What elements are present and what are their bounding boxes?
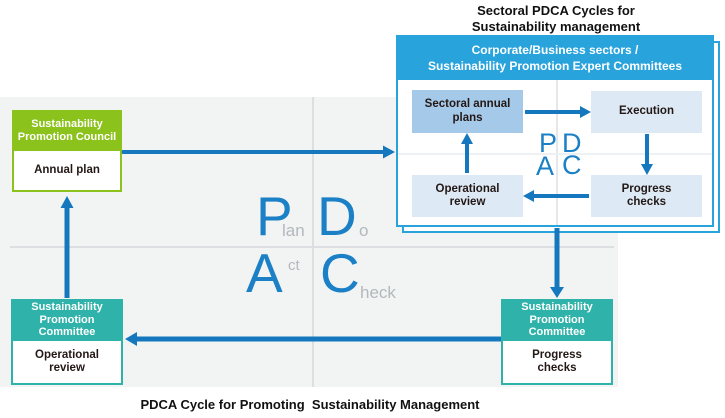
council-body-annual-plan: Annual plan [12, 151, 122, 192]
watermark-act-suffix: ct [288, 257, 300, 274]
council-box: Sustainability Promotion Council Annual … [12, 110, 122, 192]
committee-left-header: Sustainability Promotion Committee [11, 299, 123, 341]
committee-right-body-progress-checks: Progress checks [501, 341, 613, 385]
panel-letter-d: D [562, 128, 582, 158]
sectoral-panel: Corporate/Business sectors / Sustainabil… [396, 35, 714, 227]
watermark-plan-letter: P [256, 185, 293, 247]
panel-letter-c: C [562, 150, 582, 180]
watermark-do-suffix: o [359, 221, 369, 240]
watermark-do-letter: D [317, 185, 357, 247]
watermark-check-letter: C [320, 242, 360, 304]
background-divider-vertical [312, 97, 314, 387]
council-header: Sustainability Promotion Council [12, 110, 122, 151]
panel-divider-horizontal [398, 153, 712, 155]
panel-box-execution: Execution [591, 91, 702, 133]
sectoral-panel-header: Corporate/Business sectors / Sustainabil… [398, 37, 712, 80]
panel-letter-p: P [539, 128, 558, 158]
sectoral-panel-header-line1: Corporate/Business sectors / [471, 42, 639, 57]
committee-right-box: Sustainability Promotion Committee Progr… [501, 299, 613, 385]
diagram-caption: PDCA Cycle for Promoting Sustainability … [140, 397, 480, 412]
panel-box-progress-checks: Progress checks [591, 175, 702, 217]
sectoral-panel-header-line2: Sustainability Promotion Expert Committe… [427, 58, 683, 73]
watermark-act-letter: A [246, 242, 283, 304]
panel-box-sectoral-annual-plans: Sectoral annual plans [412, 90, 523, 133]
background-divider-horizontal [10, 246, 614, 248]
watermark-plan-suffix: lan [282, 221, 305, 240]
committee-left-body-operational-review: Operational review [11, 341, 123, 385]
committee-right-header: Sustainability Promotion Committee [501, 299, 613, 341]
panel-divider-vertical [556, 80, 558, 225]
panel-box-operational-review: Operational review [412, 175, 523, 217]
committee-left-box: Sustainability Promotion Committee Opera… [11, 299, 123, 385]
sectoral-cycles-title: Sectoral PDCA Cycles for Sustainability … [420, 3, 692, 36]
sectoral-cycles-title-line1: Sectoral PDCA Cycles for [477, 3, 635, 18]
watermark-check-suffix: heck [360, 283, 396, 302]
sectoral-cycles-title-line2: Sustainability management [471, 19, 641, 35]
panel-letter-a: A [536, 151, 555, 181]
